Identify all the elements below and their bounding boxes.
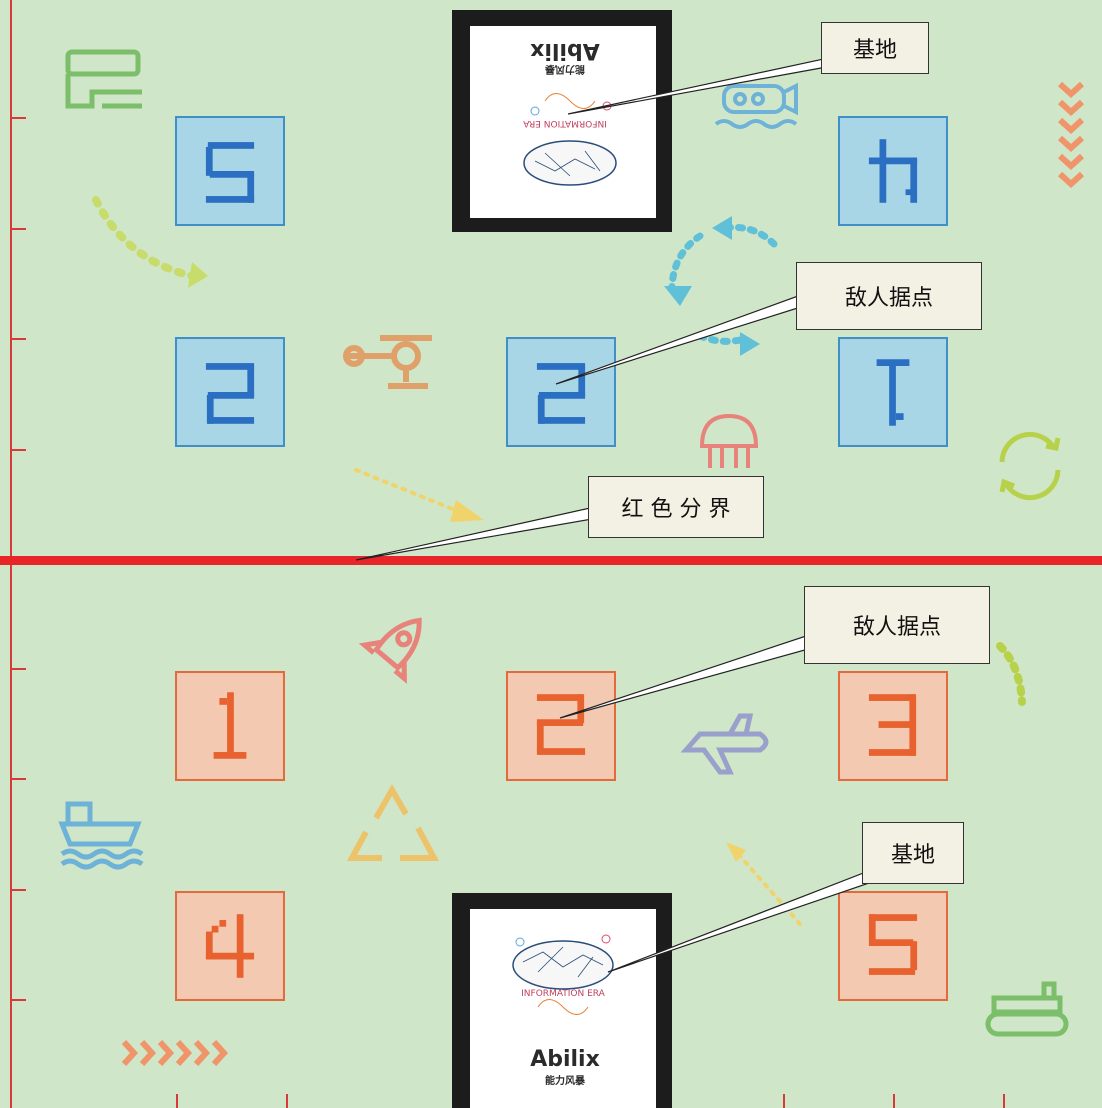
bottom-base-brand: Abilix xyxy=(515,1047,615,1072)
top-base-logo: 能力风暴 Abilix xyxy=(515,38,615,78)
bottom-tick xyxy=(893,1094,895,1108)
top-tile-5 xyxy=(175,116,285,226)
tank-icon xyxy=(984,978,1070,1040)
top-base-brain-art xyxy=(515,81,625,191)
arrow-head-cyan xyxy=(740,332,760,356)
double-chevron-right-icon xyxy=(120,1040,244,1066)
recycle-icon xyxy=(346,782,440,868)
callout-base-top: 基地 xyxy=(821,22,929,74)
arrow-head-yellow xyxy=(726,842,746,862)
callout-enemy-top: 敌人据点 xyxy=(796,262,982,330)
airplane-icon xyxy=(680,710,776,780)
rocket-icon xyxy=(356,608,436,688)
digit-glyph xyxy=(508,339,614,445)
arrow-head-cyan xyxy=(712,216,732,240)
top-tile-4 xyxy=(838,116,948,226)
bottom-tick xyxy=(1003,1094,1005,1108)
callout-boundary: 红 色 分 界 xyxy=(588,476,764,538)
top-base-brand: Abilix xyxy=(515,38,615,63)
red-boundary-line xyxy=(0,556,1102,565)
rotate-icon xyxy=(984,424,1076,506)
callout-base-bottom-label: 基地 xyxy=(891,837,935,869)
bottom-tile-5 xyxy=(838,891,948,1001)
dotted-arrow-cyan xyxy=(700,336,740,341)
chevrons-down-icon xyxy=(1058,80,1084,198)
edge-tick xyxy=(10,778,26,780)
bottom-tick xyxy=(286,1094,288,1108)
digit-glyph xyxy=(840,339,946,445)
callout-base-top-label: 基地 xyxy=(853,32,897,64)
edge-ruler-line xyxy=(10,0,12,1108)
callout-enemy-bottom: 敌人据点 xyxy=(804,586,990,664)
edge-tick xyxy=(10,449,26,451)
top-tile-1 xyxy=(838,337,948,447)
bottom-base-logo: Abilix 能力风暴 xyxy=(515,1047,615,1087)
bottom-tile-3 xyxy=(838,671,948,781)
arrow-head-yellow xyxy=(450,500,484,522)
bottom-tick xyxy=(783,1094,785,1108)
digit-glyph xyxy=(177,339,283,445)
dotted-arrow-cyan xyxy=(672,236,700,296)
dotted-arrow-yellow xyxy=(740,856,800,924)
callout-boundary-label: 红 色 分 界 xyxy=(622,491,731,523)
submarine-icon xyxy=(712,80,808,140)
digit-glyph xyxy=(840,118,946,224)
train-icon xyxy=(62,48,150,112)
top-base: 能力风暴 Abilix INFORMATION ERA xyxy=(452,10,672,232)
helicopter-icon xyxy=(340,334,436,392)
bottom-base-brain-art xyxy=(508,927,618,1022)
ship-icon xyxy=(58,798,148,870)
dotted-arrow-yellow xyxy=(356,470,460,512)
digit-glyph xyxy=(508,673,614,779)
digit-glyph xyxy=(177,893,283,999)
edge-tick xyxy=(10,117,26,119)
pointer-boundary xyxy=(356,508,598,560)
top-base-brand-sub: 能力风暴 xyxy=(515,63,615,78)
digit-glyph xyxy=(840,893,946,999)
bottom-tile-1 xyxy=(175,671,285,781)
bottom-tile-4 xyxy=(175,891,285,1001)
bottom-base: INFORMATION ERA Abilix 能力风暴 xyxy=(452,893,672,1108)
edge-tick xyxy=(10,668,26,670)
bottom-base-caption: INFORMATION ERA xyxy=(498,989,628,999)
callout-enemy-bottom-label: 敌人据点 xyxy=(853,609,941,641)
top-base-paper: 能力风暴 Abilix INFORMATION ERA xyxy=(470,26,656,218)
top-tile-2-left xyxy=(175,337,285,447)
bottom-base-brand-sub: 能力风暴 xyxy=(515,1072,615,1087)
edge-tick xyxy=(10,338,26,340)
callout-base-bottom: 基地 xyxy=(862,822,964,884)
edge-tick xyxy=(10,889,26,891)
arrow-head-cyan xyxy=(664,286,692,306)
bottom-base-paper: INFORMATION ERA Abilix 能力风暴 xyxy=(470,909,656,1108)
callout-enemy-top-label: 敌人据点 xyxy=(845,280,933,312)
top-tile-2-center xyxy=(506,337,616,447)
digit-glyph xyxy=(177,673,283,779)
bottom-tick xyxy=(176,1094,178,1108)
edge-tick xyxy=(10,999,26,1001)
digit-glyph xyxy=(177,118,283,224)
edge-tick xyxy=(10,228,26,230)
dotted-arrow-cyan xyxy=(724,227,774,244)
jellyfish-icon xyxy=(696,410,762,472)
arrow-head-green xyxy=(188,262,208,288)
digit-glyph xyxy=(840,673,946,779)
bottom-tile-2 xyxy=(506,671,616,781)
dotted-arc-green xyxy=(1000,646,1022,702)
